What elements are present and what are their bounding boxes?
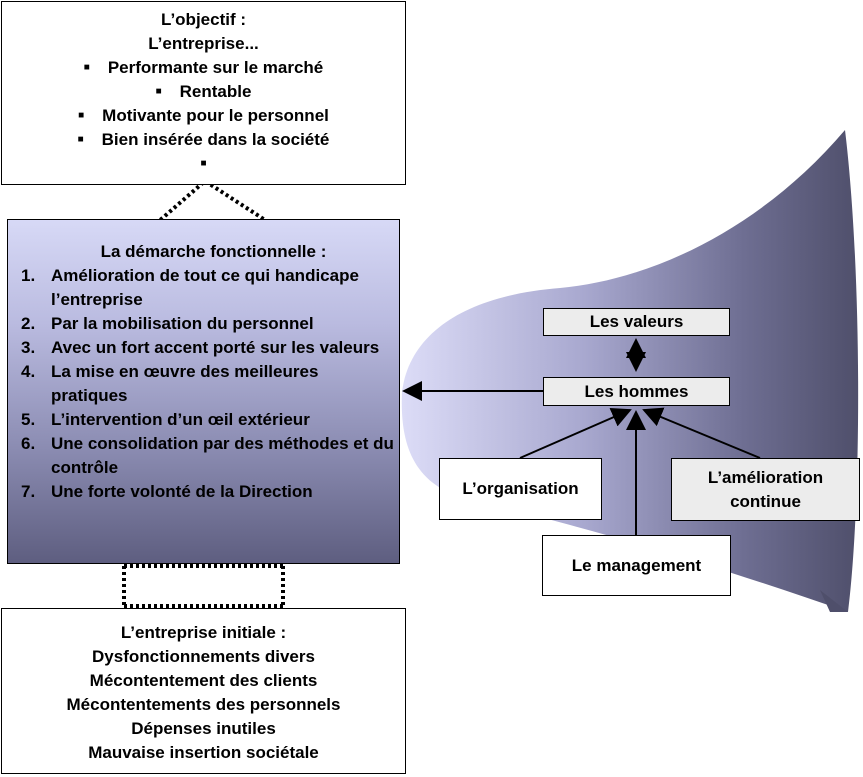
arrow-organisation	[519, 408, 632, 459]
list-item: 3.Avec un fort accent porté sur les vale…	[21, 338, 380, 357]
initial-box: L’entreprise initiale : Dysfonctionnemen…	[1, 608, 406, 774]
initial-line: Mécontentements des personnels	[66, 695, 341, 714]
bullet-icon: ■	[200, 158, 207, 169]
objective-bullet: ■Performante sur le marché	[2, 56, 405, 80]
bullet-icon: ■	[83, 62, 90, 73]
valeurs-box: Les valeurs	[543, 308, 730, 336]
list-item: 6.Une consolidation par des méthodes et …	[21, 434, 394, 477]
management-box: Le management	[542, 535, 731, 596]
initial-line: Mécontentement des clients	[89, 671, 318, 690]
list-item: 7.Une forte volonté de la Direction	[21, 482, 313, 501]
initial-title: L’entreprise initiale :	[120, 623, 287, 642]
list-item: 5.L’intervention d’un œil extérieur	[21, 410, 310, 429]
method-box: La démarche fonctionnelle : 1.Améliorati…	[7, 219, 400, 564]
objective-bullet: ■Bien insérée dans la société	[2, 128, 405, 152]
bullet-icon: ■	[155, 86, 162, 97]
list-item: 4.La mise en œuvre des meilleures pratiq…	[21, 362, 319, 405]
hommes-box: Les hommes	[543, 377, 730, 406]
bullet-icon: ■	[78, 110, 85, 121]
objective-bullet: ■Motivante pour le personnel	[2, 104, 405, 128]
initial-line: Dépenses inutiles	[131, 719, 276, 738]
bullet-icon: ■	[77, 134, 84, 145]
objective-title: L’objectif :	[161, 10, 246, 29]
objective-bullet-empty: ■	[2, 152, 405, 176]
arrow-amelioration	[642, 407, 761, 459]
list-item: 1.Amélioration de tout ce qui handicape …	[21, 266, 359, 309]
method-title: La démarche fonctionnelle :	[100, 242, 327, 261]
objective-bullet: ■Rentable	[2, 80, 405, 104]
initial-line: Dysfonctionnements divers	[92, 647, 315, 666]
objective-subtitle: L’entreprise...	[148, 34, 259, 53]
list-item: 2.Par la mobilisation du personnel	[21, 314, 314, 333]
initial-line: Mauvaise insertion sociétale	[88, 743, 319, 762]
organisation-box: L’organisation	[439, 458, 602, 520]
objective-box: L’objectif : L’entreprise... ■Performant…	[1, 1, 406, 185]
method-list: 1.Amélioration de tout ce qui handicape …	[8, 264, 399, 504]
